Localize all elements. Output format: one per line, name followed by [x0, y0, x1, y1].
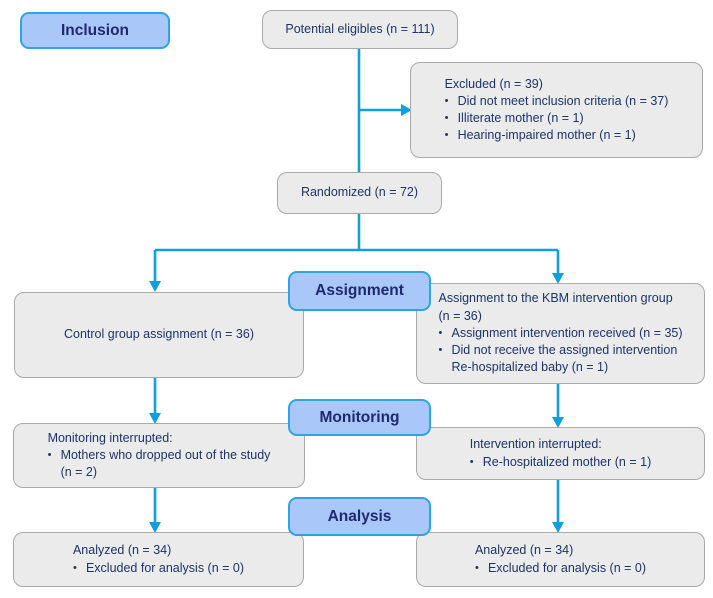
- node-title: Assignment to the KBM intervention group: [438, 291, 673, 306]
- node-potential-eligibles: Potential eligibles (n = 111): [262, 10, 458, 49]
- bullet-continuation: (n = 2): [60, 465, 98, 480]
- node-randomized: Randomized (n = 72): [277, 172, 442, 214]
- bullet-continuation: Re-hospitalized baby (n = 1): [451, 360, 609, 375]
- bullet-item: Did not meet inclusion criteria (n = 37): [445, 93, 669, 110]
- node-subtitle: (n = 36): [438, 308, 482, 323]
- arrowhead-icons: [149, 104, 564, 533]
- bullet-item: Assignment intervention received (n = 35…: [438, 325, 682, 342]
- node-title: Analyzed (n = 34): [474, 543, 574, 558]
- node-text: Control group assignment (n = 36): [63, 327, 255, 342]
- bullet-item: Excluded for analysis (n = 0): [73, 560, 244, 577]
- node-title: Monitoring interrupted:: [47, 430, 173, 445]
- node-analyzed-kbm: Analyzed (n = 34) Excluded for analysis …: [416, 532, 705, 587]
- bullet-item: Re-hospitalized mother (n = 1): [470, 454, 651, 471]
- stage-label-monitoring: Monitoring: [288, 399, 431, 436]
- bullet-item: Illiterate mother (n = 1): [445, 110, 669, 127]
- node-excluded: Excluded (n = 39) Did not meet inclusion…: [410, 62, 703, 158]
- node-text: Randomized (n = 72): [300, 185, 419, 200]
- stage-label-analysis: Analysis: [288, 497, 431, 536]
- bullet-item: Hearing-impaired mother (n = 1): [445, 127, 669, 144]
- node-title: Analyzed (n = 34): [72, 543, 172, 558]
- stage-label-assignment: Assignment: [288, 271, 431, 311]
- node-title: Intervention interrupted:: [469, 437, 602, 452]
- node-analyzed-control: Analyzed (n = 34) Excluded for analysis …: [13, 532, 304, 587]
- node-kbm-group: Assignment to the KBM intervention group…: [416, 283, 705, 384]
- node-text: Potential eligibles (n = 111): [285, 21, 435, 36]
- node-control-group: Control group assignment (n = 36): [14, 292, 304, 378]
- bullet-item: Did not receive the assigned interventio…: [438, 342, 682, 359]
- node-title: Excluded (n = 39): [444, 76, 543, 91]
- node-monitoring-interrupted: Monitoring interrupted: Mothers who drop…: [13, 423, 305, 488]
- bullet-item: Mothers who dropped out of the study: [48, 447, 271, 464]
- bullet-item: Excluded for analysis (n = 0): [475, 560, 646, 577]
- node-intervention-interrupted: Intervention interrupted: Re-hospitalize…: [416, 427, 705, 480]
- stage-label-inclusion: Inclusion: [20, 12, 170, 49]
